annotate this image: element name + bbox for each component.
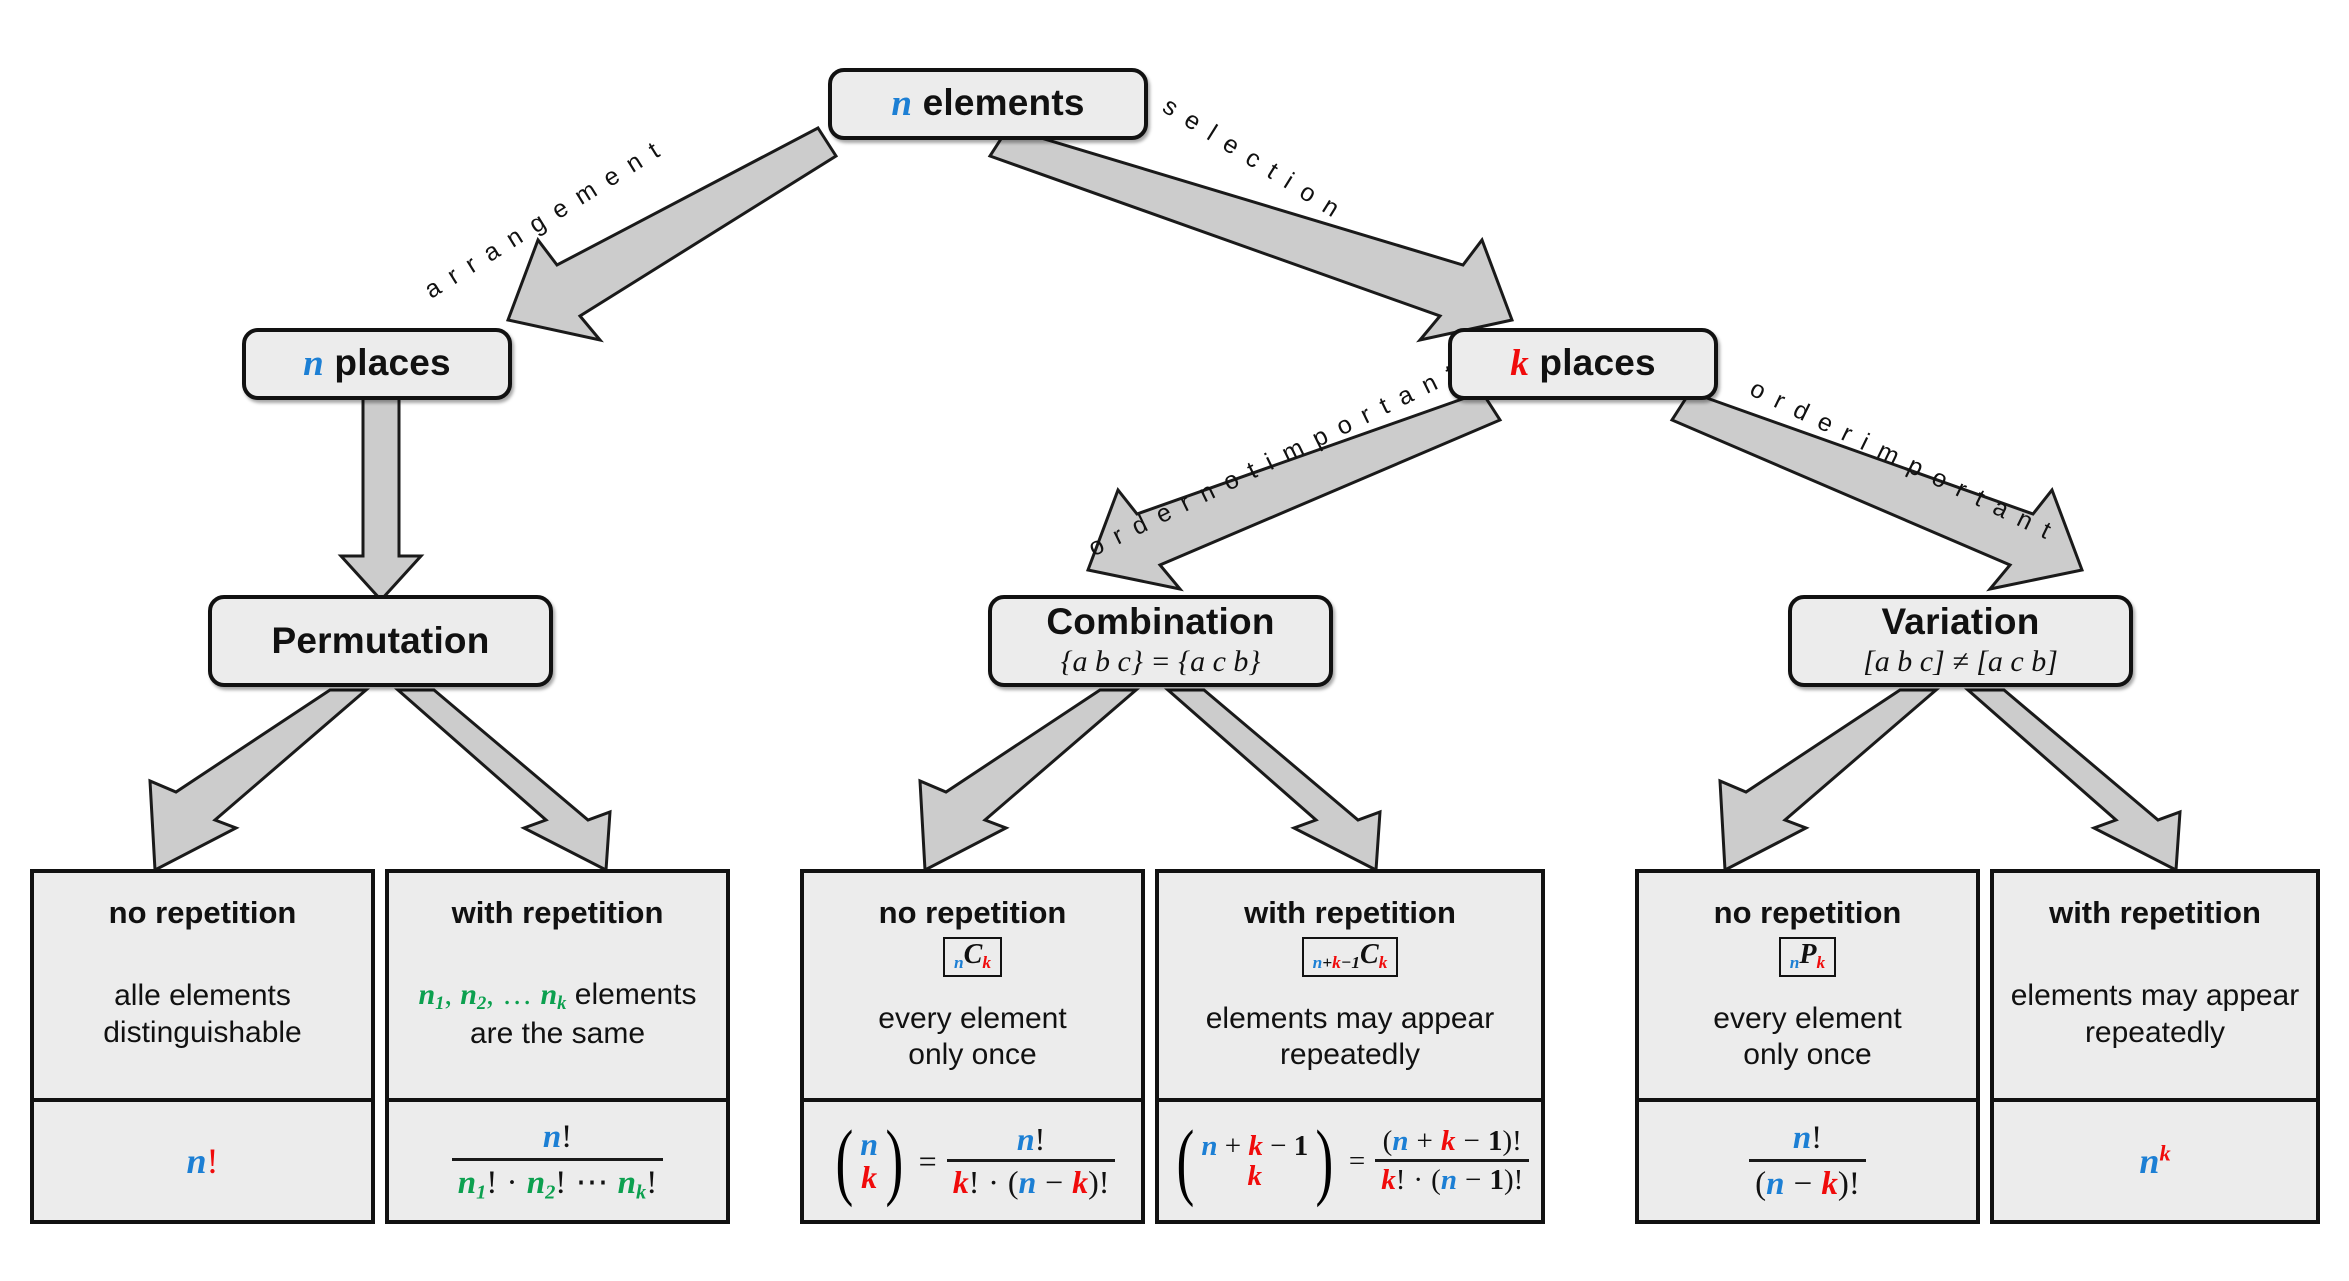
leaf-upper: with repetition n1, n2, … nk elements ar… [389,873,726,1098]
leaf-description: elements may appear repeatedly [1198,1001,1503,1074]
node-combination-subtitle: {a b c} = {a c b} [1060,645,1261,679]
n-places-label: places [334,342,451,384]
arrow-n-places-to-permutation [337,390,425,603]
leaf-symbol-nCk: nCk [942,937,1003,977]
node-permutation-title: Permutation [271,619,490,661]
desc-line-1: alle elements [114,978,291,1012]
arrow-k-places-to-combination [1085,390,1503,592]
node-permutation[interactable]: Permutation [208,595,553,687]
node-k-places[interactable]: k places [1448,328,1718,400]
node-n-places-title: n places [303,342,451,385]
leaf-header: with repetition [1244,895,1456,930]
leaf-header: with repetition [2049,895,2261,930]
n-places-variable: n [303,343,324,385]
desc-line-1: elements may appear [1205,1001,1495,1035]
desc-line-2: are the same [469,1016,646,1050]
root-label: elements [922,82,1085,124]
leaf-symbol-npkm1Ck: n+k−1Ck [1301,937,1399,977]
leaf-divider [1994,1098,2316,1102]
desc-line-2: repeatedly [1279,1038,1421,1072]
desc-line-1: every element [878,1001,1067,1035]
edge-label-order-important: o r d e r i m p o r t a n t [1745,374,2058,546]
leaf-upper: no repetition alle elements distinguisha… [34,873,371,1098]
node-root-n-elements[interactable]: n elements [828,68,1148,140]
leaf-formula: ( n + k − 1 k ) = (n + k − 1)! k! · (n −… [1159,1102,1541,1220]
arrow-combination-to-with-repetition [1164,688,1382,873]
leaf-combination-no-repetition[interactable]: no repetition nCk every element only onc… [800,869,1145,1224]
leaf-variation-no-repetition[interactable]: no repetition nPk every element only onc… [1635,869,1980,1224]
leaf-header: no repetition [1713,895,1902,930]
arrow-variation-to-with-repetition [1964,688,2182,873]
node-combination[interactable]: Combination {a b c} = {a c b} [988,595,1333,687]
edge-label-arrangement: a r r a n g e m e n t [419,135,667,305]
arrow-permutation-to-with-repetition [394,688,612,873]
formula-bang: ! [206,1141,219,1181]
desc-line-2: distinguishable [103,1015,302,1049]
leaf-permutation-with-repetition[interactable]: with repetition n1, n2, … nk elements ar… [385,869,730,1224]
leaf-description: n1, n2, … nk elements are the same [410,977,704,1052]
leaf-formula: ( n k ) = n! k! · (n − k)! [804,1102,1141,1220]
leaf-upper: with repetition n+k−1Ck elements may app… [1159,873,1541,1098]
leaf-permutation-no-repetition[interactable]: no repetition alle elements distinguisha… [30,869,375,1224]
node-k-places-title: k places [1510,342,1656,385]
leaf-upper: no repetition nPk every element only onc… [1639,873,1976,1098]
leaf-formula: n! [34,1102,371,1220]
leaf-description: every element only once [1705,1001,1909,1074]
leaf-header: with repetition [451,895,664,930]
desc-line-1: elements may appear [2010,978,2300,1012]
leaf-formula: n! (n − k)! [1639,1102,1976,1220]
leaf-symbol-nPk: nPk [1778,937,1837,977]
desc-line-2: repeatedly [2084,1015,2226,1049]
leaf-description: elements may appear repeatedly [2003,978,2308,1051]
arrow-combination-to-no-repetition [918,688,1141,873]
node-variation-title: Variation [1881,600,2040,642]
desc-line-1: every element [1713,1001,1902,1035]
leaf-divider [389,1098,726,1102]
leaf-formula: n! n1! · n2! ⋯ nk! [389,1102,726,1220]
leaf-divider [1159,1098,1541,1102]
leaf-divider [1639,1098,1976,1102]
node-variation[interactable]: Variation [a b c] ≠ [a c b] [1788,595,2133,687]
formula-n: n [186,1141,207,1181]
arrow-variation-to-no-repetition [1718,688,1941,873]
node-variation-subtitle: [a b c] ≠ [a c b] [1863,645,2058,679]
leaf-upper: no repetition nCk every element only onc… [804,873,1141,1098]
edge-label-order-not-important: o r d e r n o t i m p o r t a n t [1084,358,1463,563]
leaf-combination-with-repetition[interactable]: with repetition n+k−1Ck elements may app… [1155,869,1545,1224]
leaf-description: alle elements distinguishable [95,978,309,1051]
leaf-upper: with repetition elements may appear repe… [1994,873,2316,1098]
leaf-divider [804,1098,1141,1102]
arrow-root-to-n-places [505,126,839,343]
arrow-k-places-to-variation [1669,390,2085,592]
edge-label-selection: s e l e c t i o n [1157,91,1347,225]
node-combination-title: Combination [1046,600,1275,642]
node-root-title: n elements [891,82,1085,125]
desc-line-2: only once [908,1038,1037,1072]
leaf-description: every element only once [870,1001,1074,1074]
leaf-formula: nk [2139,1140,2171,1181]
node-n-places[interactable]: n places [242,328,512,400]
root-variable: n [891,83,913,125]
leaf-header: no repetition [878,895,1067,930]
k-places-label: places [1539,342,1656,384]
leaf-variation-with-repetition[interactable]: with repetition elements may appear repe… [1990,869,2320,1224]
arrow-permutation-to-no-repetition [148,688,371,873]
leaf-header: no repetition [108,895,297,930]
leaf-divider [34,1098,371,1102]
k-places-variable: k [1510,343,1529,385]
desc-line-2: only once [1743,1038,1872,1072]
desc-line-1: n1, n2, … nk elements [418,977,697,1014]
